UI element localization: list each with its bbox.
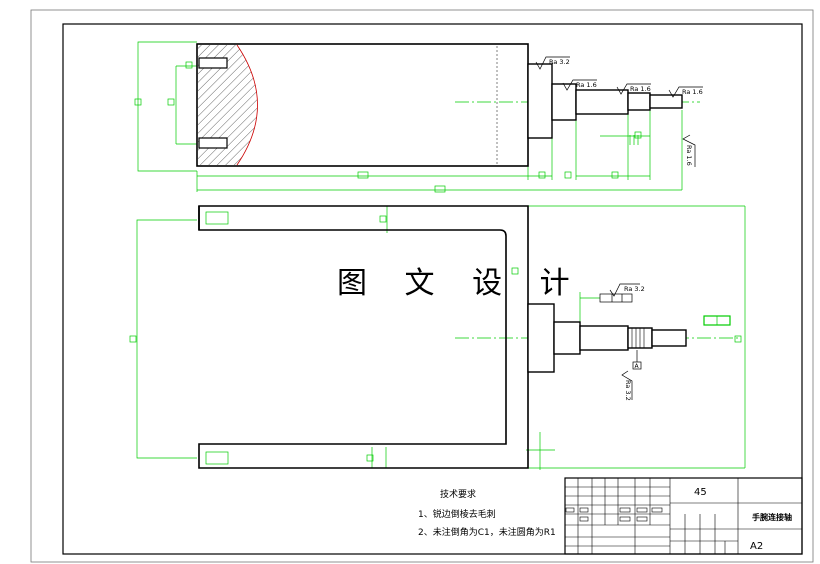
front-u-body — [198, 205, 529, 469]
sheet-outer-border — [30, 9, 814, 563]
break-line — [236, 44, 258, 166]
front-shaft-ticks — [631, 328, 645, 348]
material-text: 45 — [694, 487, 707, 498]
top-view: Ra 3.2 Ra 1.6 Ra 1.6 Ra 1.6 Ra 1.6 — [134, 41, 703, 193]
sheet-size-text: A2 — [750, 541, 763, 552]
roughness-top-b: Ra 1.6 — [576, 81, 597, 89]
technical-requirements: 技术要求 1、锐边倒棱去毛刺 2、未注倒角为C1，未注圆角为R1 — [418, 488, 556, 538]
roughness-side: Ra 1.6 — [685, 145, 693, 166]
front-view: Ra 3.2 Ra 3.2 A — [129, 205, 746, 470]
front-shaft — [527, 303, 687, 373]
part-name-text: 手腕连接轴 — [752, 512, 792, 522]
top-section-hatch — [198, 45, 258, 165]
watermark-text: 图 文 设 计 — [337, 266, 584, 301]
tech-title: 技术要求 — [440, 488, 476, 500]
top-shaft — [527, 63, 683, 139]
tech-line-2: 2、未注倒角为C1，未注圆角为R1 — [418, 526, 556, 538]
top-holes — [198, 57, 228, 149]
roughness-mid-a: Ra 3.2 — [624, 285, 645, 293]
title-block: 45 手腕连接轴 A2 — [564, 477, 803, 555]
front-tolerance — [599, 283, 642, 400]
datum-label: A — [635, 363, 640, 370]
roughness-top-c: Ra 1.6 — [630, 85, 651, 93]
roughness-mid-b: Ra 3.2 — [624, 380, 632, 401]
roughness-top-d: Ra 1.6 — [682, 88, 703, 96]
tech-line-1: 1、锐边倒棱去毛刺 — [418, 508, 496, 520]
roughness-top-a: Ra 3.2 — [549, 58, 570, 66]
top-roughness-symbols — [535, 56, 703, 167]
sheet-inner-border — [62, 23, 803, 555]
